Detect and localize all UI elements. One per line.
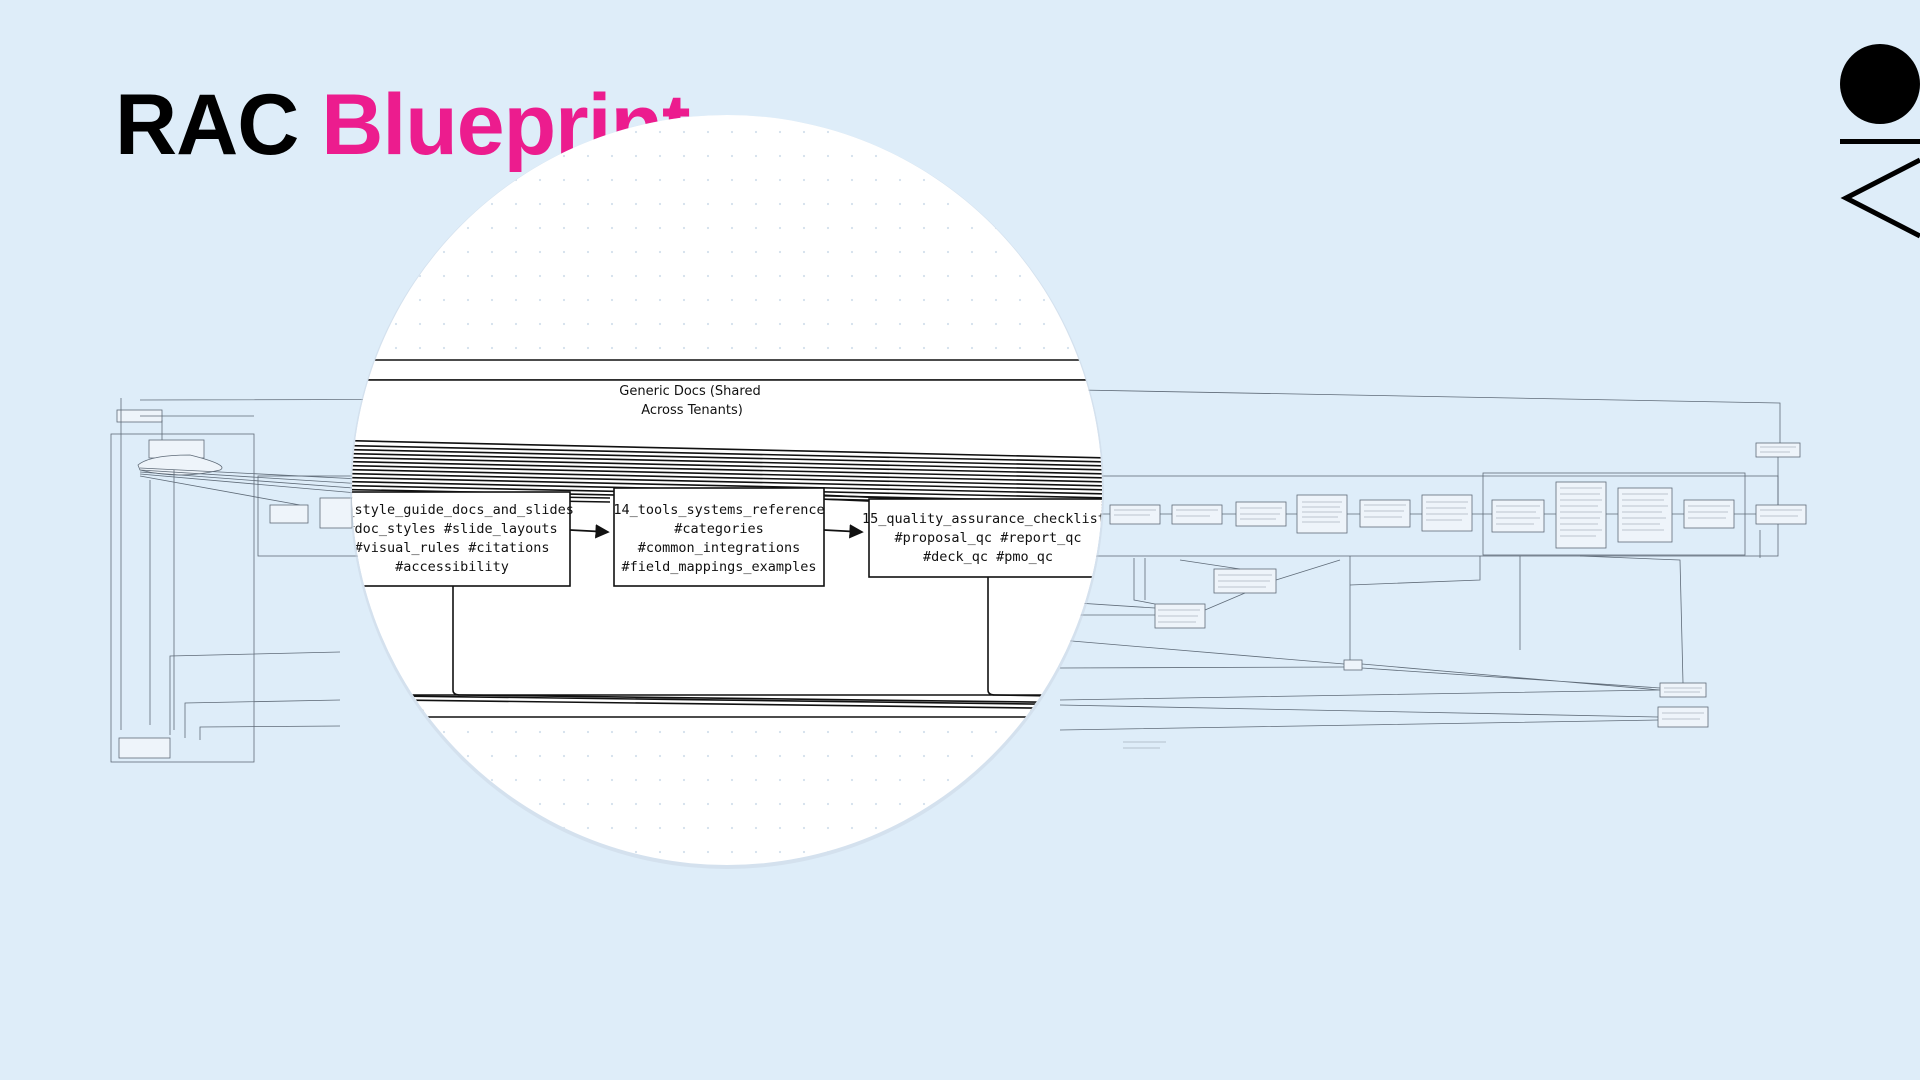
overview-node — [1617, 487, 1673, 543]
overview-node — [1755, 442, 1801, 458]
overview-node — [118, 737, 171, 759]
lens-frame-bar — [352, 359, 1102, 381]
node-line: #proposal_qc #report_qc — [895, 530, 1082, 546]
group-title-line2: Across Tenants) — [641, 403, 743, 418]
overview-node — [319, 497, 353, 529]
node-line: 14_tools_systems_reference — [613, 502, 824, 518]
overview-node — [1555, 481, 1607, 549]
node-line: #categories — [674, 521, 763, 537]
node-line: 09_style_guide_docs_and_slides — [330, 502, 574, 518]
node-line: 15_quality_assurance_checklists — [862, 511, 1114, 527]
overview-node — [1359, 499, 1411, 528]
overview-node — [269, 504, 309, 524]
overview-node — [1296, 494, 1348, 534]
overview-node — [1421, 494, 1473, 532]
group-title-line1: Generic Docs (Shared — [619, 384, 760, 399]
node-line: #deck_qc #pmo_qc — [923, 549, 1053, 565]
node-14-tools-systems: 14_tools_systems_reference #categories #… — [613, 487, 825, 587]
overview-labels — [1114, 446, 1802, 749]
overview-node — [1755, 504, 1807, 525]
title-word-rac: RAC — [115, 77, 299, 173]
overview-node — [1171, 504, 1223, 525]
overview-node — [1491, 499, 1545, 533]
node-line: #accessibility — [395, 559, 509, 575]
magnifier-lens: 09_style_guide_docs_and_slides #doc_styl… — [330, 115, 1114, 869]
overview-node — [1657, 706, 1709, 728]
node-line: #doc_styles #slide_layouts — [346, 521, 557, 537]
overview-node — [1109, 504, 1161, 525]
node-15-quality-assurance: 15_quality_assurance_checklists #proposa… — [862, 498, 1114, 578]
node-line: #common_integrations — [638, 540, 801, 556]
overview-node — [1343, 659, 1363, 671]
overview-left-panel — [110, 433, 255, 763]
circle-line-chevron-logo — [1840, 44, 1920, 239]
node-line: #field_mappings_examples — [621, 559, 816, 575]
overview-node — [1683, 499, 1735, 529]
node-09-style-guide: 09_style_guide_docs_and_slides #doc_styl… — [330, 491, 574, 587]
node-line: #visual_rules #citations — [354, 540, 549, 556]
overview-node — [1659, 682, 1707, 698]
